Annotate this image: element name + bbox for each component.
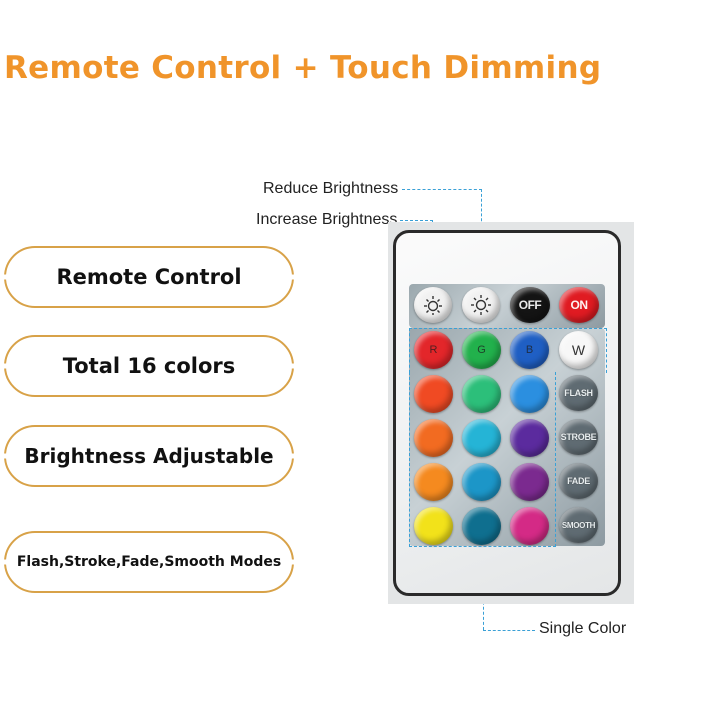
fade-label: FADE [567, 476, 590, 486]
on-button[interactable]: ON [559, 287, 599, 323]
cyan-button[interactable] [462, 419, 501, 457]
white-label: W [571, 342, 586, 358]
single-color-outline [409, 372, 556, 547]
fade-button[interactable]: FADE [559, 463, 598, 499]
feature-brightness-adjustable: Brightness Adjustable [24, 444, 274, 468]
yellow-button[interactable] [414, 507, 453, 545]
callout-reduce-brightness: Reduce Brightness [263, 180, 399, 197]
green-button[interactable]: G [462, 331, 501, 369]
green-label: G [477, 344, 486, 356]
purple-button[interactable] [510, 419, 549, 457]
sun-down-icon [471, 295, 491, 315]
light-green-button[interactable] [462, 375, 501, 413]
blue-button[interactable]: B [510, 331, 549, 369]
callout-line [483, 630, 535, 631]
dark-teal-button[interactable] [462, 507, 501, 545]
feature-modes: Flash,Stroke,Fade,Smooth Modes [16, 554, 282, 570]
brightness-down-button[interactable] [462, 287, 500, 323]
teal-blue-button[interactable] [462, 463, 501, 501]
orange-red-button[interactable] [414, 375, 453, 413]
violet-button[interactable] [510, 463, 549, 501]
strobe-button[interactable]: STROBE [559, 419, 598, 455]
white-button[interactable]: W [559, 331, 598, 369]
page-title: Remote Control + Touch Dimming [4, 50, 602, 86]
smooth-label: SMOOTH [561, 520, 596, 530]
flash-button[interactable]: FLASH [559, 375, 598, 411]
pink-button[interactable] [510, 507, 549, 545]
feature-total-colors: Total 16 colors [62, 354, 236, 378]
on-label: ON [570, 298, 589, 312]
brightness-up-button[interactable] [414, 287, 452, 323]
orange-button[interactable] [414, 419, 453, 457]
callout-line [402, 189, 482, 190]
red-button[interactable]: R [414, 331, 453, 369]
callout-increase-brightness: Increase Brightness [256, 211, 398, 228]
red-label: R [429, 344, 438, 356]
smooth-button[interactable]: SMOOTH [559, 507, 598, 543]
strobe-label: STROBE [560, 432, 597, 442]
blue-label: B [525, 344, 534, 356]
flash-label: FLASH [564, 388, 593, 398]
light-blue-button[interactable] [510, 375, 549, 413]
sun-up-icon [424, 296, 442, 315]
callout-single-color: Single Color [539, 620, 627, 637]
single-color-outline [409, 328, 607, 373]
off-label: OFF [518, 298, 542, 312]
feature-remote-control: Remote Control [56, 265, 242, 289]
callout-line [400, 220, 433, 221]
off-button[interactable]: OFF [510, 287, 550, 323]
amber-button[interactable] [414, 463, 453, 501]
